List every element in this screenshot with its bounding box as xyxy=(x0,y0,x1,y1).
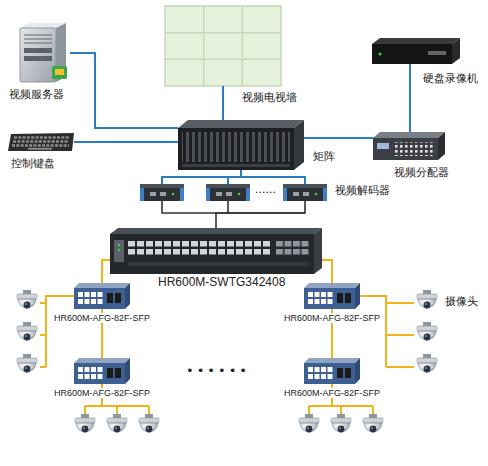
core-switch-icon xyxy=(110,228,322,274)
cable-line xyxy=(360,296,414,303)
device-label: 摄像头 xyxy=(444,295,479,308)
access-switch-node: HR600M-AFG-82F-SFP xyxy=(304,283,360,309)
cable-line xyxy=(222,86,224,120)
device-label: HR600M-AFG-82F-SFP xyxy=(283,388,381,398)
cable-line xyxy=(102,260,110,283)
ellipsis-mark: •••••• xyxy=(186,364,250,377)
server-icon xyxy=(20,23,67,82)
access-switch-node: HR600M-AFG-82F-SFP xyxy=(74,283,130,309)
access-switch-icons xyxy=(74,283,360,384)
server-node: 视频服务器 xyxy=(8,22,70,84)
keyboard-icon xyxy=(8,133,74,151)
distributor-icon xyxy=(373,132,445,160)
camera-icons xyxy=(17,290,437,432)
device-label: 控制键盘 xyxy=(10,157,56,170)
cable-line xyxy=(74,141,178,143)
device-label: 视频电视墙 xyxy=(241,91,298,104)
decoder-icons xyxy=(140,184,327,201)
keyboard-node: 控制键盘 xyxy=(8,133,74,151)
device-label: 视频服务器 xyxy=(8,88,65,101)
device-label: HR600M-AFG-82F-SFP xyxy=(53,388,151,398)
cable-line xyxy=(304,137,373,139)
video-wall-icon xyxy=(165,6,281,86)
ellipsis-mark: ...... xyxy=(255,184,276,195)
access-switch-node: HR600M-AFG-82F-SFP xyxy=(304,358,360,384)
camera-node: 摄像头 xyxy=(414,290,440,316)
cable-line xyxy=(322,260,332,283)
core-switch-node: HR600M-SWTG342408 xyxy=(110,228,322,274)
cable-line xyxy=(409,64,411,132)
device-label: 视频解码器 xyxy=(334,184,391,197)
decoder-node: 视频解码器 xyxy=(283,184,327,201)
device-label: HR600M-AFG-82F-SFP xyxy=(283,313,381,323)
device-label: 视频分配器 xyxy=(393,166,450,179)
cable-line xyxy=(216,201,305,228)
device-label: 矩阵 xyxy=(312,150,336,163)
matrix-node: 矩阵 xyxy=(178,120,304,170)
camera-wires xyxy=(40,296,414,414)
device-label: HR600M-AFG-82F-SFP xyxy=(53,313,151,323)
cable-line xyxy=(70,53,178,128)
decoder-wires xyxy=(162,177,305,213)
video-wall-node: 视频电视墙 xyxy=(165,6,281,86)
cable-line xyxy=(241,170,305,184)
device-label: HR600M-SWTG342408 xyxy=(157,276,286,290)
dvr-node: 硬盘录像机 xyxy=(372,38,460,64)
access-switch-node: HR600M-AFG-82F-SFP xyxy=(74,358,130,384)
distributor-node: 视频分配器 xyxy=(373,132,445,160)
matrix-icon xyxy=(178,120,304,170)
device-label: 硬盘录像机 xyxy=(422,72,479,85)
dvr-icon xyxy=(372,38,460,64)
